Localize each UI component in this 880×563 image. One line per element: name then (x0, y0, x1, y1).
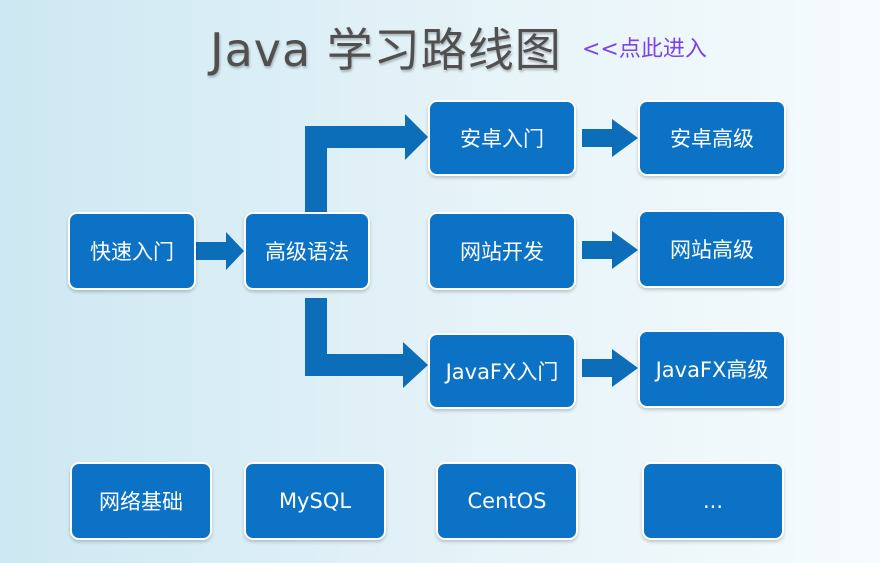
arrow-web-dev-to-advanced (582, 231, 638, 269)
enter-link[interactable]: <<点此进入 (582, 37, 707, 62)
node-quick-start[interactable]: 快速入门 (68, 212, 196, 290)
node-web-dev[interactable]: 网站开发 (428, 212, 576, 290)
arrow-javafx-intro-to-advanced (582, 349, 638, 387)
arrow-syntax-to-android (305, 114, 428, 212)
node-android-advanced[interactable]: 安卓高级 (638, 100, 786, 176)
arrow-android-intro-to-advanced (582, 119, 638, 157)
node-javafx-advanced[interactable]: JavaFX高级 (638, 330, 786, 408)
node-advanced-syntax[interactable]: 高级语法 (244, 212, 370, 290)
node-web-advanced[interactable]: 网站高级 (638, 210, 786, 288)
arrow-syntax-to-javafx (305, 298, 428, 388)
node-more[interactable]: ... (642, 462, 784, 540)
node-android-intro[interactable]: 安卓入门 (428, 100, 576, 176)
arrow-quickstart-to-syntax (196, 232, 244, 270)
node-mysql[interactable]: MySQL (244, 462, 386, 540)
node-centos[interactable]: CentOS (436, 462, 578, 540)
node-javafx-intro[interactable]: JavaFX入门 (428, 333, 576, 409)
page-title: Java 学习路线图 (210, 23, 562, 77)
node-network-basics[interactable]: 网络基础 (70, 462, 212, 540)
